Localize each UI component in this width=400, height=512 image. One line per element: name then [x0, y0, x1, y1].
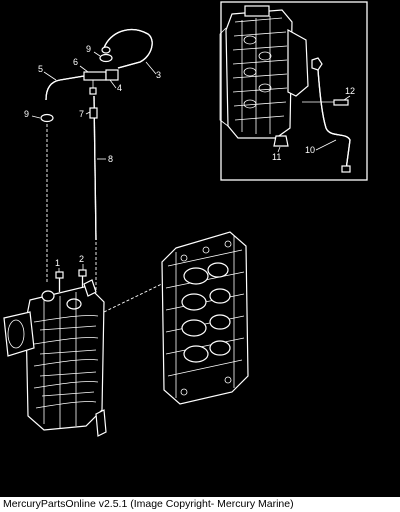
inset-cylinder-head [219, 5, 323, 139]
drain-tube [93, 95, 97, 241]
clamp-lower [40, 113, 54, 123]
clamp-upper [99, 53, 113, 63]
callout-9-upper: 9 [86, 44, 91, 54]
copyright-caption: MercuryPartsOnline v2.5.1 (Image Copyrig… [0, 497, 400, 512]
callout-2: 2 [79, 254, 84, 264]
inset-frame [220, 1, 368, 181]
callout-6: 6 [73, 57, 78, 67]
callout-4: 4 [117, 83, 122, 93]
top-hose [101, 29, 153, 69]
inset-bolt [302, 99, 349, 106]
callout-8: 7 [79, 109, 84, 119]
callout-12: 12 [345, 86, 355, 96]
inset-hose [317, 69, 351, 173]
callout-3: 3 [156, 70, 161, 80]
tube-fitting [89, 107, 98, 119]
parts-diagram: 12 11 10 9 3 5 6 4 7 9 8 [3, 1, 368, 437]
callout-11: 11 [272, 152, 281, 162]
callout-10: 10 [305, 145, 315, 155]
cylinder-head [161, 231, 249, 405]
callout-1: 1 [55, 258, 60, 268]
callout-7: 8 [108, 154, 113, 164]
bolt-1 [55, 271, 64, 292]
callout-5: 5 [38, 64, 43, 74]
callout-9-lower: 9 [24, 109, 29, 119]
inset-fitting [273, 135, 289, 147]
left-hose [45, 75, 85, 101]
exhaust-manifold [3, 279, 107, 437]
tee-fitting [83, 69, 119, 95]
